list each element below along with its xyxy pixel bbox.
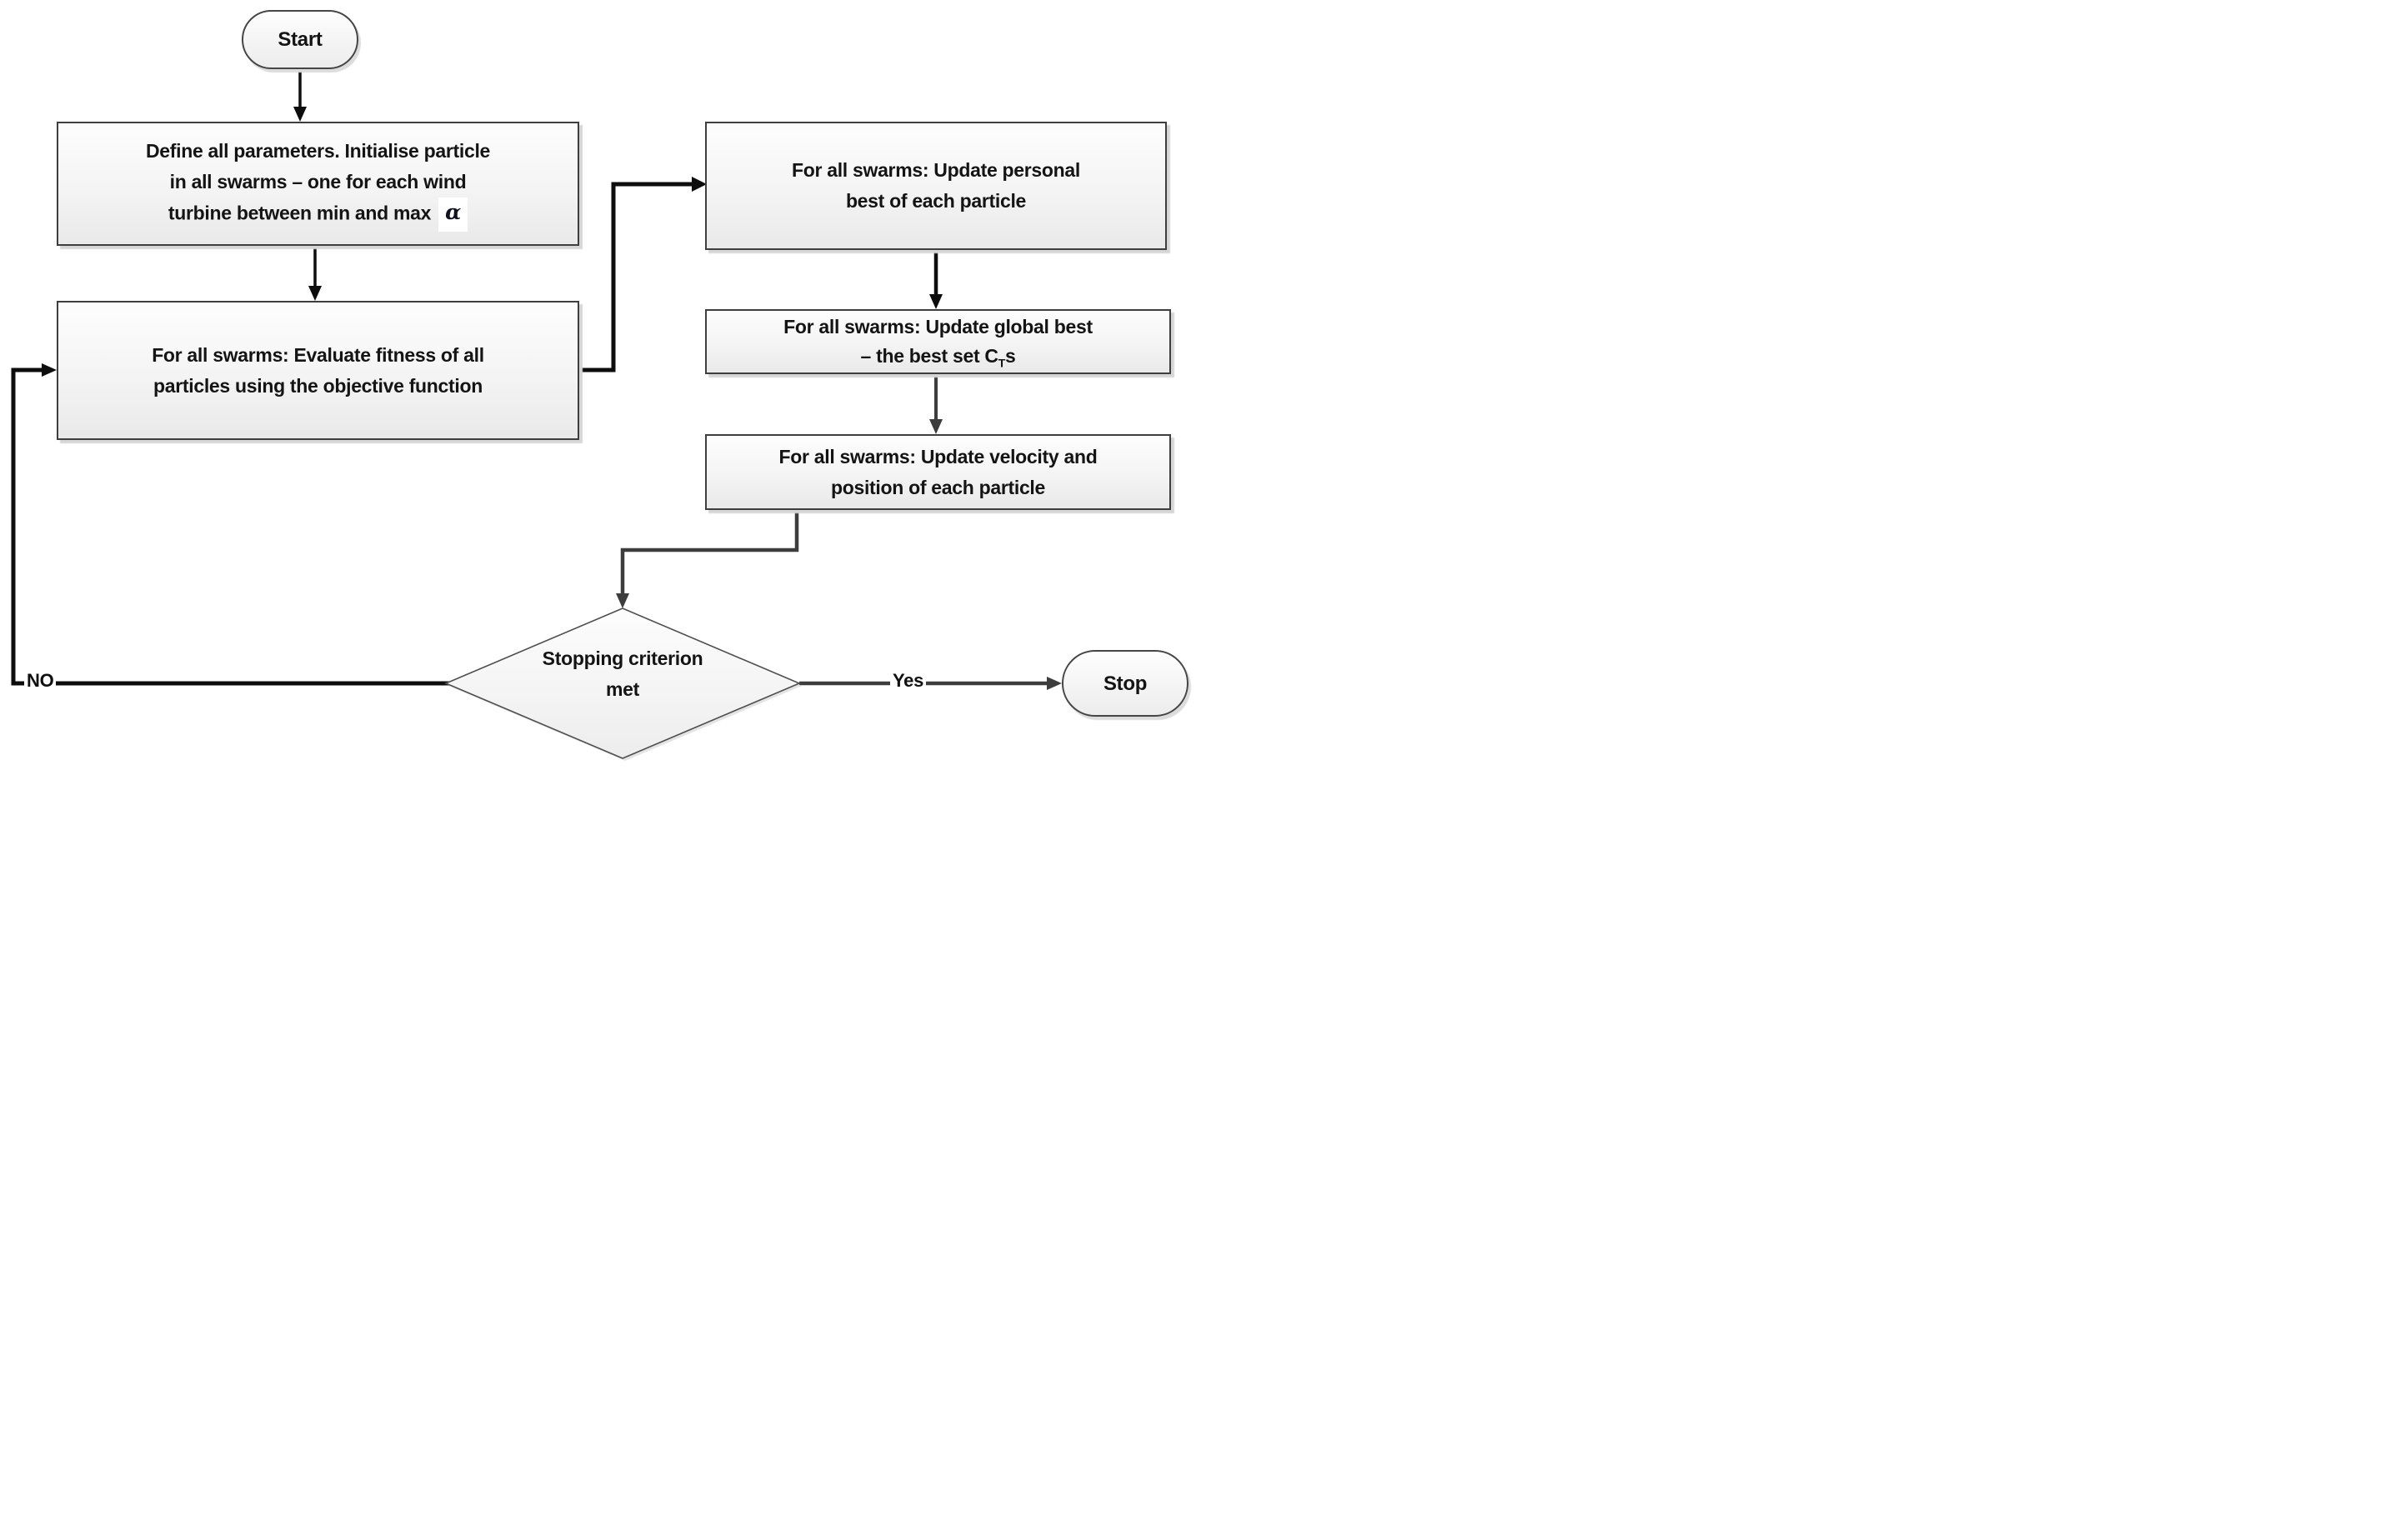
node-text-line: best of each particle — [845, 190, 1027, 212]
node-text-line: in all swarms – one for each wind — [169, 171, 467, 192]
edge-evaluate-to-personal-best — [579, 177, 707, 372]
edge-personal-to-global — [929, 250, 943, 309]
start-node: Start — [242, 10, 358, 69]
node-text-segment: s — [1004, 345, 1016, 367]
decision-text: Stopping criterion met — [475, 643, 770, 705]
node-text-line: For all swarms: Update global best — [783, 316, 1093, 338]
update-personal-best-node: For all swarms: Update personal best of … — [705, 122, 1167, 250]
node-text-line: For all swarms: Update personal — [791, 159, 1081, 181]
node-text-line: met — [605, 678, 639, 700]
start-label: Start — [278, 28, 323, 51]
decision-node — [443, 608, 802, 761]
edge-start-to-define — [293, 68, 307, 122]
alpha-symbol: α — [438, 198, 468, 232]
stop-label: Stop — [1103, 672, 1148, 695]
update-global-best-node: For all swarms: Update global best – the… — [705, 309, 1171, 374]
update-velocity-node: For all swarms: Update velocity and posi… — [705, 434, 1171, 510]
node-text-line: position of each particle — [830, 476, 1046, 498]
node-text-segment: – the best set C — [860, 345, 999, 367]
edge-decision-yes-to-stop — [799, 677, 1062, 690]
subscript-t: T — [998, 356, 1006, 370]
edge-velocity-to-decision — [616, 510, 799, 608]
define-parameters-node: Define all parameters. Initialise partic… — [57, 122, 579, 246]
node-text-line: particles using the objective function — [153, 374, 483, 397]
node-text-line: turbine between min and max α — [168, 198, 468, 232]
edge-decision-no-to-evaluate — [11, 363, 449, 686]
stop-node: Stop — [1062, 650, 1188, 717]
no-edge-label: NO — [24, 670, 57, 692]
flowchart-canvas: Start Define all parameters. Initialise … — [0, 0, 1196, 770]
decision-diamond — [443, 608, 802, 759]
node-text-line: Stopping criterion — [542, 648, 703, 669]
yes-edge-label: Yes — [890, 670, 927, 692]
node-text-line: For all swarms: Update velocity and — [778, 445, 1098, 468]
node-text-line: – the best set CTs — [861, 342, 1016, 371]
edge-define-to-evaluate — [308, 246, 322, 301]
evaluate-fitness-node: For all swarms: Evaluate fitness of all … — [57, 301, 579, 440]
node-text-line: For all swarms: Evaluate fitness of all — [152, 343, 484, 366]
node-text-segment: turbine between min and max — [168, 202, 432, 224]
node-text-line: Define all parameters. Initialise partic… — [145, 140, 491, 162]
edge-global-to-velocity — [929, 374, 943, 434]
